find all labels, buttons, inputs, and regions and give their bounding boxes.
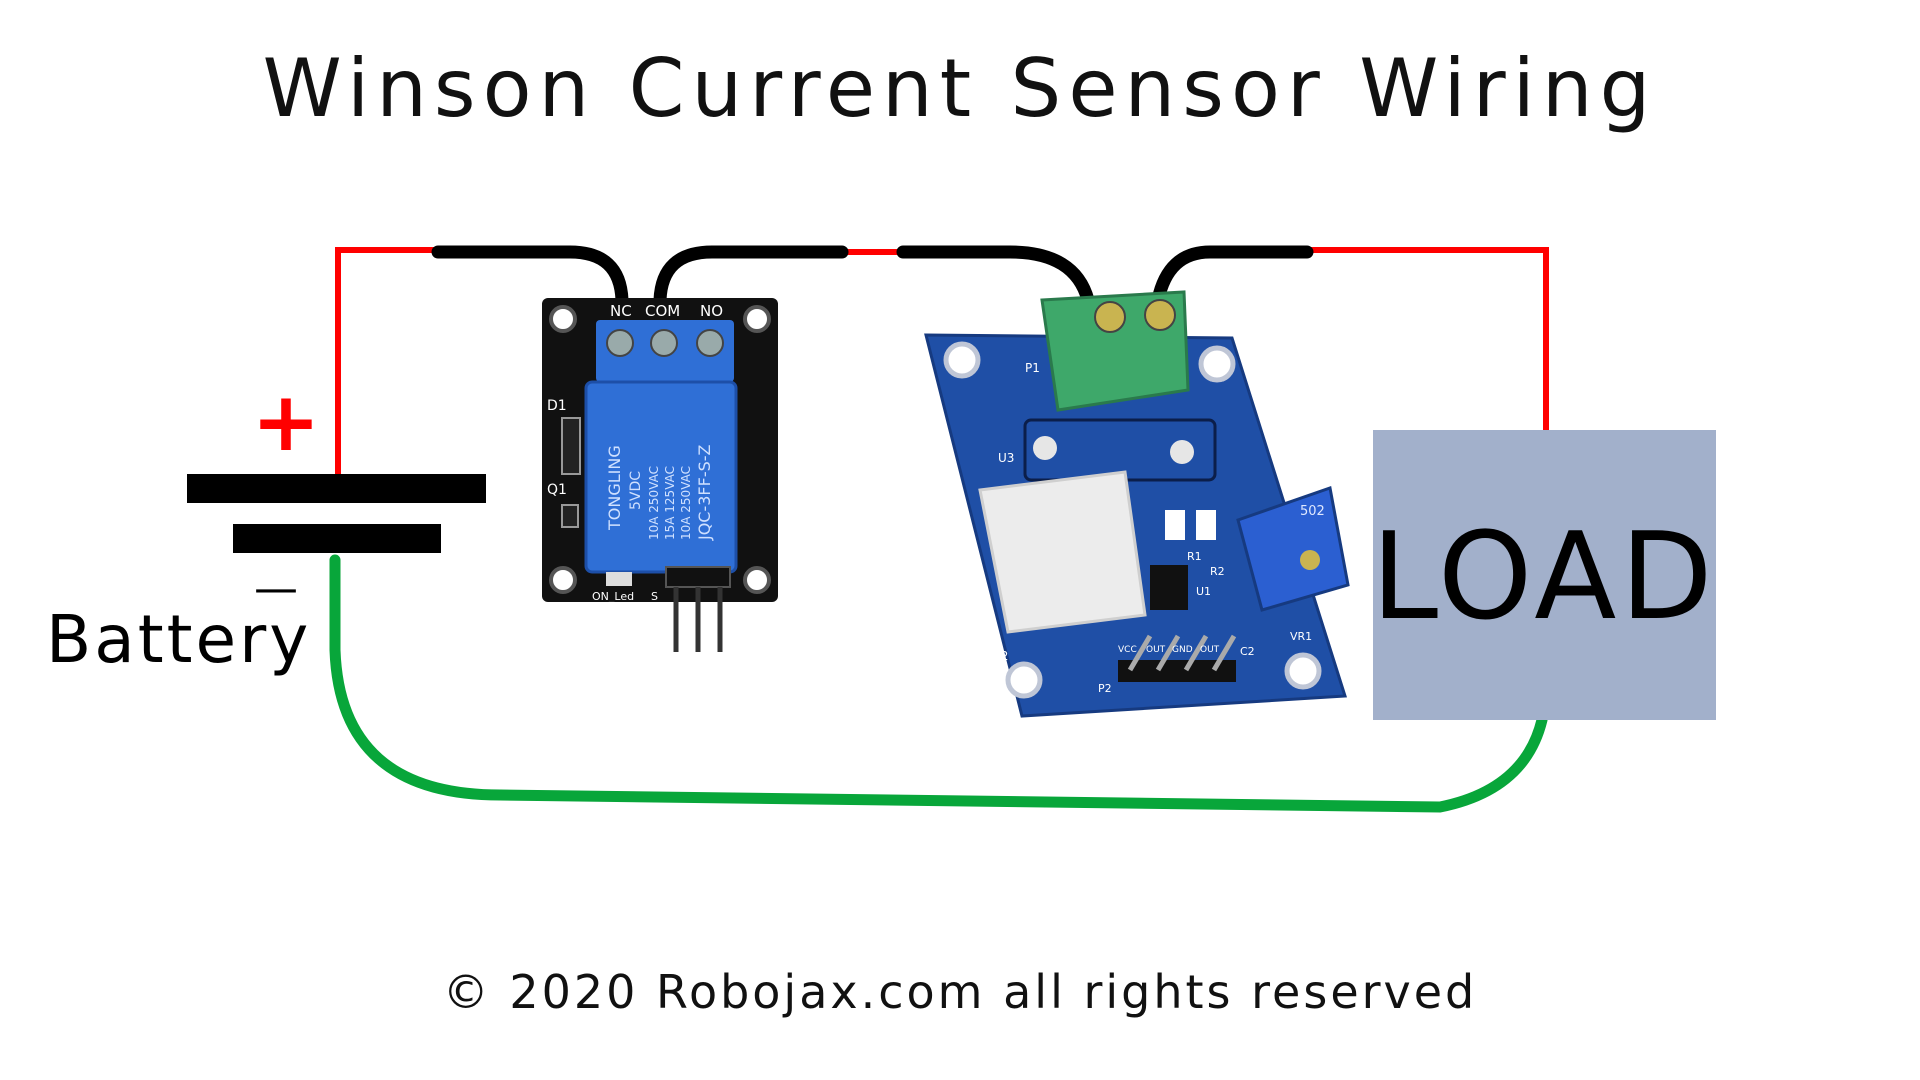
relay-marking-d1: D1 <box>547 398 567 414</box>
relay-rating-1: 10A 250VAC <box>647 466 661 540</box>
relay-marking-q1: Q1 <box>547 482 567 498</box>
sensor-pin <box>1127 634 1153 672</box>
sensor-marking-out2: OUT <box>1200 645 1220 655</box>
relay-terminal-no: NO <box>700 302 723 320</box>
jumper-from-sensor-out <box>1151 245 1314 307</box>
relay-model: JQC-3FF-S-Z <box>695 444 714 541</box>
relay-header <box>665 566 731 588</box>
relay-mount-hole <box>549 305 577 333</box>
current-sensor-module: P1 U3 U2 U1 R1 R2 502 P2 VCC OUT GND OUT… <box>924 290 1350 718</box>
sensor-via <box>1170 440 1194 464</box>
sensor-mount-hole <box>1198 345 1236 383</box>
sensor-op-amp <box>1150 565 1188 610</box>
sensor-pot-knob <box>1300 550 1320 570</box>
relay-marking-s: S <box>651 590 658 603</box>
relay-brand: TONGLING <box>605 445 624 531</box>
relay-terminal-nc: NC <box>610 302 632 320</box>
relay-terminal-screw <box>606 329 634 357</box>
relay-terminal-screw <box>696 329 724 357</box>
sensor-pin <box>1183 634 1209 672</box>
relay-mount-hole <box>743 566 771 594</box>
load-label: LOAD <box>1371 508 1716 647</box>
relay-voltage: 5VDC <box>628 471 644 510</box>
sensor-marking-vr1: VR1 <box>1290 630 1312 643</box>
battery-negative-plate <box>233 524 441 553</box>
jumper-to-sensor-in <box>896 245 1095 307</box>
sensor-header <box>1118 660 1236 682</box>
wire-sensor-to-load <box>1305 247 1549 430</box>
sensor-marking-p1: P1 <box>1025 361 1040 375</box>
hall-sensor-chip <box>978 470 1147 634</box>
relay-body-text: TONGLING 5VDC 10A 250VAC 15A 125VAC 10A … <box>605 444 714 541</box>
diagram-title: Winson Current Sensor Wiring <box>262 42 1658 135</box>
positive-wires <box>335 247 1549 475</box>
sensor-marking-u3: U3 <box>998 451 1014 465</box>
sensor-resistor <box>1165 510 1185 540</box>
jumper-to-relay-nc <box>431 245 629 342</box>
sensor-terminal-screw <box>1144 299 1176 331</box>
sensor-potentiometer <box>1236 486 1350 612</box>
sensor-marking-u1: U1 <box>1196 585 1211 598</box>
relay-led <box>606 572 632 586</box>
sensor-pin <box>1155 634 1181 672</box>
sensor-terminal-screw <box>1094 301 1126 333</box>
jumper-from-relay-com <box>653 245 849 342</box>
sensor-pot-label: 502 <box>1300 504 1325 519</box>
sensor-via <box>1033 436 1057 460</box>
relay-terminal-screw <box>650 329 678 357</box>
battery-plus-sign: + <box>252 375 321 470</box>
sensor-marking-out: OUT <box>1146 645 1166 655</box>
relay-rating-2: 15A 125VAC <box>663 466 677 540</box>
sensor-mount-hole <box>1284 652 1322 690</box>
battery-symbol: + — Battery <box>46 375 486 678</box>
copyright-footer: © 2020 Robojax.com all rights reserved <box>442 965 1478 1019</box>
load-box <box>1373 430 1716 720</box>
relay-diode <box>561 417 581 475</box>
relay-mount-hole <box>549 566 577 594</box>
sensor-marking-u2: U2 <box>992 649 1008 663</box>
sensor-resistor <box>1196 510 1216 540</box>
sensor-mount-hole <box>1005 661 1043 699</box>
sensor-marking-vcc: VCC <box>1118 645 1137 655</box>
battery-minus-sign: — <box>254 563 298 614</box>
sensor-marking-c2: C2 <box>1240 645 1255 658</box>
sensor-mount-hole <box>943 341 981 379</box>
sensor-marking-gnd: GND <box>1172 645 1193 655</box>
sensor-marking-r1: R1 <box>1187 550 1202 563</box>
relay-terminal-com: COM <box>645 302 680 320</box>
relay-body <box>584 380 738 574</box>
battery-label: Battery <box>46 601 311 678</box>
relay-rating-3: 10A 250VAC <box>679 466 693 540</box>
jumper-wires <box>431 245 1314 342</box>
relay-mount-hole <box>743 305 771 333</box>
wire-negative-return <box>329 554 1548 813</box>
wire-battery-to-relay <box>335 247 440 475</box>
battery-positive-plate <box>187 474 486 503</box>
relay-marking-on-led: ON_Led <box>592 590 634 603</box>
sensor-marking-p2: P2 <box>1098 682 1112 695</box>
relay-transistor <box>561 504 579 528</box>
relay-module: NC COM NO TONGLING 5VDC 10A 250VAC 15A 1… <box>542 298 778 652</box>
sensor-marking-r2: R2 <box>1210 565 1225 578</box>
load-block: LOAD <box>1371 430 1716 720</box>
sensor-pin <box>1211 634 1237 672</box>
